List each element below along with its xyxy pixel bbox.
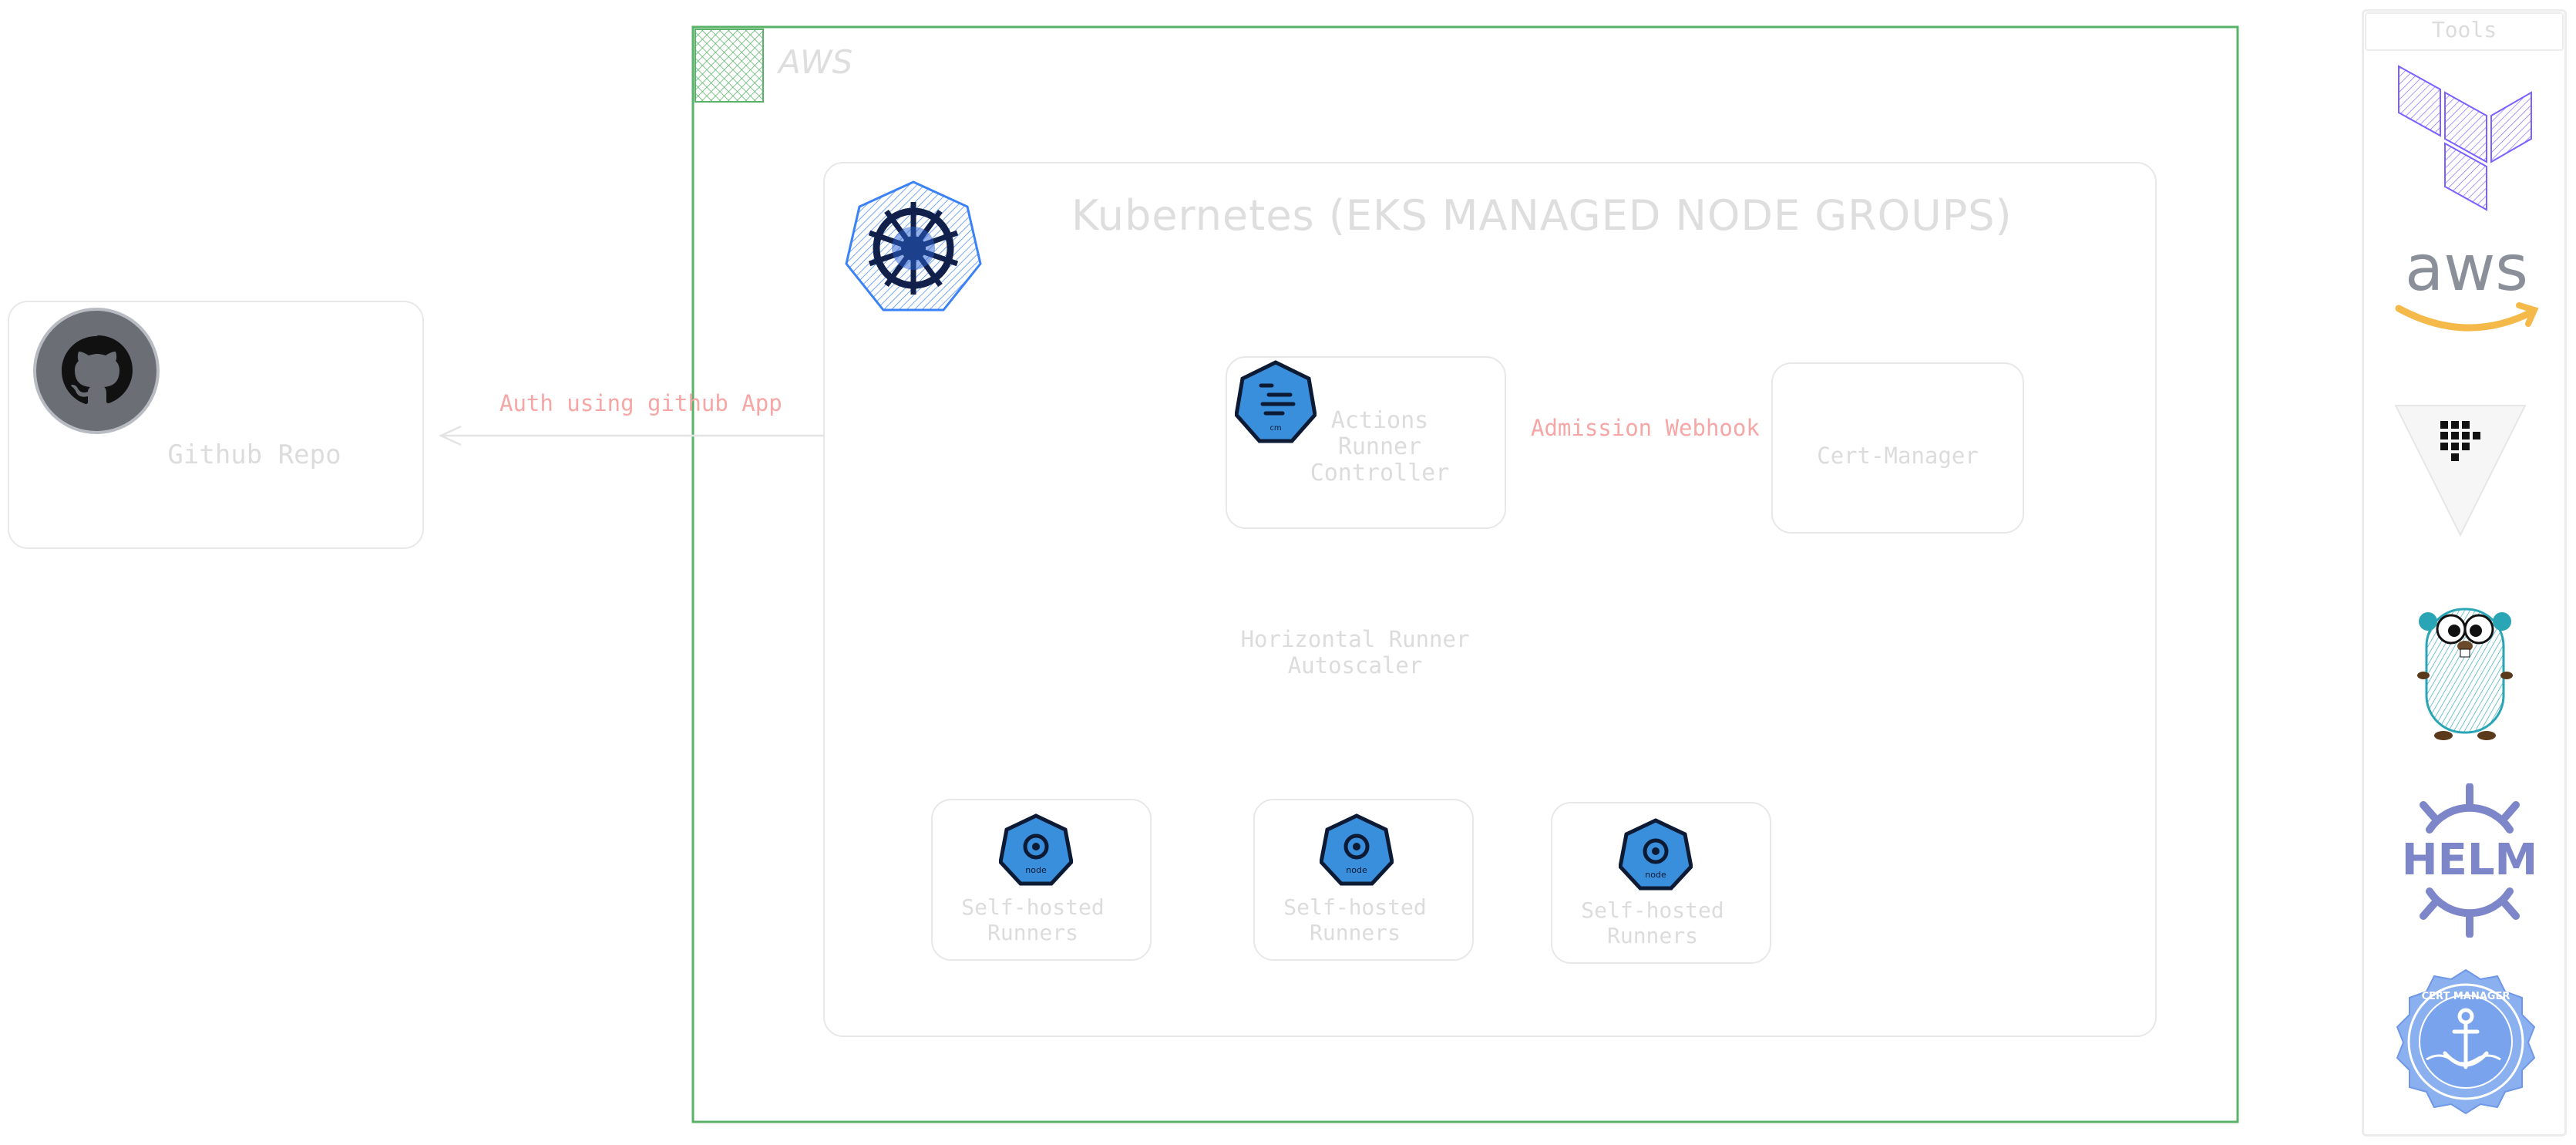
- controller-label-line3: Controller: [1310, 460, 1450, 487]
- runner-3-label-line1: Self-hosted: [1581, 897, 1724, 923]
- node-badge-icon: node: [1319, 813, 1394, 887]
- aws-label: AWS: [779, 43, 853, 81]
- hra-label-line1: Horizontal Runner: [1240, 626, 1470, 652]
- controller-label-line2: Runner: [1337, 433, 1422, 460]
- cert-manager-node[interactable]: [1771, 362, 2024, 534]
- github-icon: [32, 307, 160, 435]
- runner-2-label-line1: Self-hosted: [1283, 894, 1427, 920]
- node-badge-text: node: [1645, 870, 1666, 880]
- go-gopher-icon: [2413, 598, 2517, 745]
- cert-badge-text: CERT MANAGER: [2422, 991, 2510, 1002]
- node-badge-text: node: [1025, 865, 1047, 875]
- cert-manager-label: Cert-Manager: [1817, 443, 1979, 469]
- helm-icon: HELM: [2400, 783, 2539, 938]
- tools-header-label: Tools: [2431, 17, 2497, 42]
- tools-panel: [2362, 9, 2567, 1137]
- controller-badge-icon: cm: [1234, 359, 1317, 444]
- tools-header: [2365, 12, 2564, 51]
- runner-2-label-line2: Runners: [1309, 920, 1401, 945]
- aws-corner-logo: [694, 29, 764, 103]
- terraform-icon: [2396, 65, 2534, 211]
- hra-label-line2: Autoscaler: [1287, 652, 1423, 679]
- cert-manager-icon: CERT MANAGER: [2393, 968, 2539, 1115]
- svg-text:cm: cm: [1270, 424, 1281, 433]
- runner-1-label-line1: Self-hosted: [961, 894, 1105, 920]
- node-badge-icon: node: [1618, 817, 1693, 891]
- webhook-edge-label: Admission Webhook: [1531, 415, 1760, 441]
- kubernetes-title: Kubernetes (EKS MANAGED NODE GROUPS): [1071, 191, 2013, 240]
- github-repo-label: Github Repo: [167, 439, 341, 470]
- node-badge-text: node: [1346, 865, 1367, 875]
- helm-logo-text: HELM: [2402, 835, 2538, 885]
- node-badge-icon: node: [998, 813, 1074, 887]
- flux-icon: [2391, 401, 2530, 540]
- aws-icon: aws: [2389, 231, 2544, 339]
- runner-1-label-line2: Runners: [987, 920, 1078, 945]
- kubernetes-icon: [840, 177, 987, 318]
- runner-3-label-line2: Runners: [1606, 923, 1698, 948]
- controller-label-line1: Actions: [1330, 407, 1429, 434]
- aws-logo-text: aws: [2405, 232, 2528, 305]
- auth-edge-label: Auth using github App: [499, 390, 782, 416]
